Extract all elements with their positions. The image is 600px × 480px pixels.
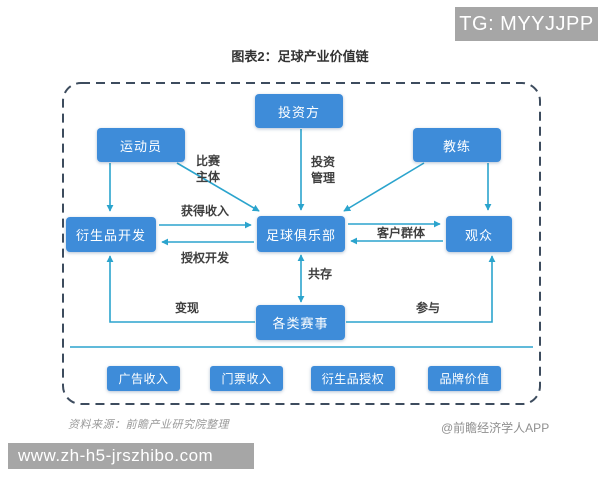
edge-label-licensed-development: 授权开发 — [181, 251, 230, 265]
node-ad-income: 广告收入 — [107, 366, 180, 391]
node-audience: 观众 — [446, 216, 512, 252]
site-watermark-badge: www.zh-h5-jrszhibo.com — [8, 443, 254, 469]
source-note: 资料来源：前瞻产业研究院整理 — [68, 419, 229, 431]
chart-title: 图表2：足球产业价值链 — [231, 49, 369, 64]
edge-label-match-subject: 比赛主体 — [196, 154, 221, 185]
node-derivative-licensing: 衍生品授权 — [311, 366, 395, 391]
node-football-club: 足球俱乐部 — [257, 216, 345, 252]
edge-label-investment-management: 投资管理 — [311, 155, 336, 186]
edge-label-gain-income: 获得收入 — [181, 204, 230, 218]
credit-note: @前瞻经济学人APP — [441, 421, 550, 435]
node-investor: 投资方 — [255, 94, 343, 128]
node-ticket-income: 门票收入 — [210, 366, 283, 391]
node-derivatives-development: 衍生品开发 — [66, 217, 156, 252]
tg-watermark-text: TG: MYYJJPP — [459, 12, 594, 35]
edge-coach-club — [343, 162, 425, 212]
edge-label-customer-group: 客户群体 — [377, 226, 426, 240]
node-various-events: 各类赛事 — [256, 305, 345, 340]
site-watermark-text: www.zh-h5-jrszhibo.com — [18, 446, 214, 465]
node-brand-value: 品牌价值 — [428, 366, 501, 391]
node-coach: 教练 — [413, 128, 501, 162]
node-athlete: 运动员 — [97, 128, 185, 162]
edge-label-coexist: 共存 — [308, 267, 333, 281]
edge-label-monetize: 变现 — [175, 301, 200, 315]
edge-label-participate: 参与 — [416, 301, 441, 315]
tg-watermark-badge: TG: MYYJJPP — [455, 7, 598, 41]
